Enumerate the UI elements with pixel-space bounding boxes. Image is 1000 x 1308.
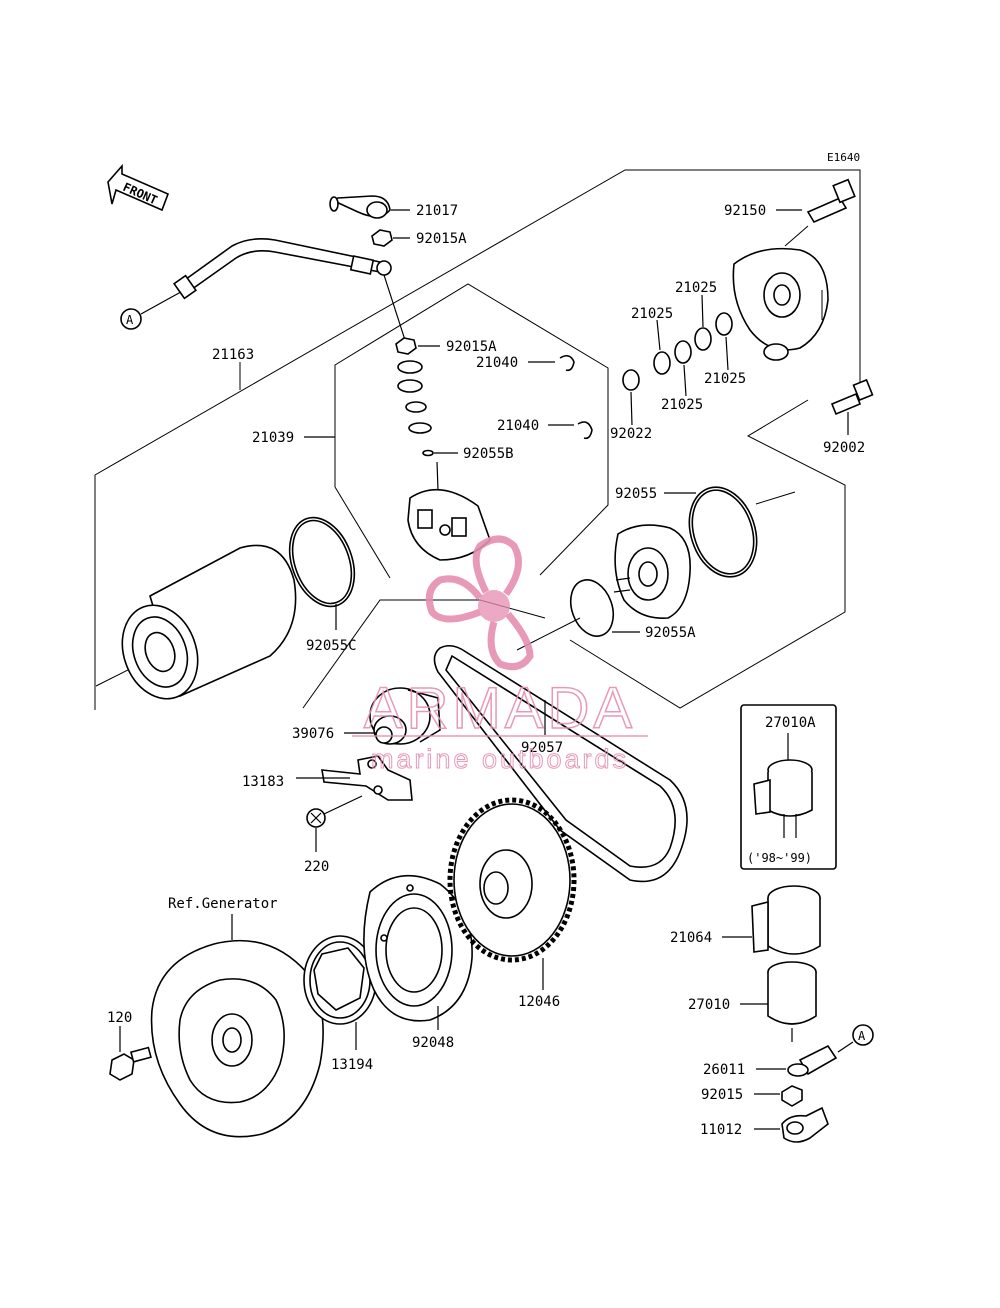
battery-cable — [172, 238, 406, 341]
label-27010: 27010 — [688, 997, 730, 1013]
label-21040-b: 21040 — [497, 418, 539, 434]
washer-icon — [653, 351, 671, 375]
solenoid-27010 — [767, 961, 817, 1042]
label-92002: 92002 — [823, 440, 865, 456]
label-92055: 92055 — [615, 486, 657, 502]
front-bracket — [613, 524, 691, 619]
terminal-boot — [781, 1106, 829, 1143]
label-21025-b: 21025 — [631, 306, 673, 322]
relay-27010A-box: ('98~'99) — [740, 704, 837, 870]
relay-21064 — [751, 885, 821, 955]
diagram-code: E1640 — [827, 151, 860, 164]
o-ring-medium-icon — [569, 579, 615, 637]
motor-yoke — [95, 544, 297, 700]
label-92015: 92015 — [701, 1087, 743, 1103]
drive-chain — [433, 644, 688, 883]
washer-icon — [694, 327, 712, 351]
connector-a-bottom: A — [837, 1024, 874, 1053]
washer-stack — [395, 337, 432, 434]
label-13194: 13194 — [331, 1057, 373, 1073]
chain-guide-bracket — [321, 755, 413, 801]
label-92015A-mid: 92015A — [446, 339, 497, 355]
connector-a-top: A — [120, 287, 189, 330]
watermark-tagline: marine outboards — [371, 744, 629, 774]
nut-icon — [371, 229, 393, 247]
label-13183: 13183 — [242, 774, 284, 790]
label-years: ('98~'99) — [747, 851, 812, 865]
washer-icon — [622, 369, 640, 391]
label-27010A: 27010A — [765, 715, 816, 731]
label-21040-a: 21040 — [476, 355, 518, 371]
sprocket — [447, 797, 577, 963]
label-92055C: 92055C — [306, 638, 357, 654]
label-26011: 26011 — [703, 1062, 745, 1078]
long-bolt-icon — [776, 178, 856, 224]
label-92015A-top: 92015A — [416, 231, 467, 247]
svg-text:A: A — [126, 313, 134, 327]
cable-terminal — [787, 1044, 838, 1077]
front-arrow-icon: FRONT — [107, 163, 170, 212]
watermark: ARMADA marine outboards — [352, 535, 648, 775]
terminal-cap — [329, 195, 410, 219]
screw-icon — [306, 795, 363, 828]
label-92048: 92048 — [412, 1035, 454, 1051]
label-39076: 39076 — [292, 726, 334, 742]
label-120: 120 — [107, 1010, 132, 1026]
svg-text:A: A — [858, 1029, 866, 1043]
bolt-icon — [821, 290, 874, 416]
label-92055A: 92055A — [645, 625, 696, 641]
label-21039: 21039 — [252, 430, 294, 446]
o-ring-small-icon — [422, 449, 434, 457]
washer-icon — [715, 312, 733, 336]
brush-holder-plate — [407, 461, 491, 561]
o-ring-yoke-icon — [288, 516, 356, 608]
label-12046: 12046 — [518, 994, 560, 1010]
generator-flywheel — [150, 939, 324, 1138]
front-housing-outline — [569, 399, 846, 709]
label-92057: 92057 — [521, 740, 563, 756]
nut-icon — [781, 1085, 803, 1107]
housing-outline — [94, 169, 861, 710]
rear-end-cover — [732, 225, 829, 361]
label-21017: 21017 — [416, 203, 458, 219]
label-21163: 21163 — [212, 347, 254, 363]
label-92022: 92022 — [610, 426, 652, 442]
o-ring-large-icon — [688, 486, 758, 578]
label-21025-a: 21025 — [675, 280, 717, 296]
label-92150: 92150 — [724, 203, 766, 219]
clutch-housing — [363, 874, 473, 1022]
propeller-logo-icon — [425, 535, 534, 671]
watermark-brand: ARMADA — [364, 676, 636, 741]
one-way-clutch — [303, 935, 377, 1025]
label-220: 220 — [304, 859, 329, 875]
label-21025-c: 21025 — [704, 371, 746, 387]
clip-icon — [577, 421, 593, 440]
label-21025-d: 21025 — [661, 397, 703, 413]
starter-gear — [369, 687, 441, 745]
washer-icon — [674, 340, 692, 364]
label-92055B: 92055B — [463, 446, 514, 462]
clip-icon — [559, 354, 575, 372]
bolt-120-icon — [109, 1046, 152, 1081]
brush-holder-outline — [334, 283, 609, 576]
label-ref-generator: Ref.Generator — [168, 896, 278, 912]
label-21064: 21064 — [670, 930, 712, 946]
label-11012: 11012 — [700, 1122, 742, 1138]
